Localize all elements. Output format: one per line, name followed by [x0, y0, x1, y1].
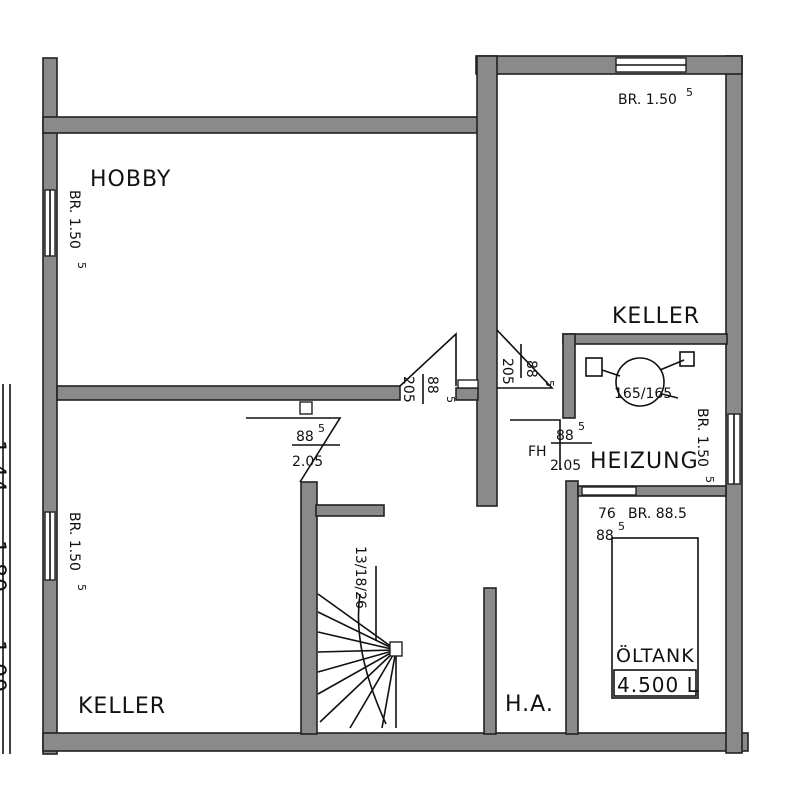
oltank-volume-label: 4.500 L: [617, 673, 699, 697]
margin-dim-3: 1.00: [0, 640, 9, 693]
door-label-keller-top-height: 205: [499, 358, 515, 385]
wall-center-vertical: [476, 55, 498, 507]
door-swing-heizung: [510, 419, 561, 470]
window-label-keller-bottom: BR. 1.50: [66, 512, 82, 571]
wall-heizung-left: [562, 333, 576, 419]
margin-dim-1: 1.44: [0, 440, 9, 493]
door-label-keller-top-sup: 5: [543, 380, 556, 387]
wall-tank-left: [565, 480, 579, 735]
door-label-keller-sup: 5: [318, 422, 325, 435]
door-label-keller-height: 2.05: [292, 454, 323, 470]
room-label-keller-bottom: KELLER: [78, 694, 166, 719]
window-label-heizung: BR. 1.50: [694, 408, 710, 467]
door-label-heizung-fh: FH: [528, 444, 547, 460]
door-label-hobby-height: 205: [400, 376, 416, 403]
oltank-outline: [611, 537, 699, 699]
wall-tank-top: [577, 485, 727, 497]
window-label-keller-bottom-sup: 5: [75, 584, 88, 591]
door-jamb-stair: [299, 401, 313, 415]
tank-door-width: 88: [596, 528, 614, 544]
boiler-label: 165/165: [614, 386, 672, 402]
door-swing-hobby: [399, 332, 457, 387]
window-label-heizung-sup: 5: [703, 476, 716, 483]
door-label-heizung-sup: 5: [578, 420, 585, 433]
window-label-oltank: BR. 88.5: [628, 506, 687, 522]
wall-stair-top: [315, 504, 385, 517]
window-oltank: [581, 486, 637, 496]
window-label-oltank-small: 76: [598, 506, 616, 522]
room-label-oltank: ÖLTANK: [616, 644, 695, 667]
door-label-heizung-height: 2.05: [550, 458, 581, 474]
window-label-top-right-sup: 5: [686, 86, 693, 99]
oltank-volume-box: [613, 669, 697, 697]
door-label-hobby-width: 88: [424, 376, 440, 394]
door-label-heizung-width: 88: [556, 428, 574, 444]
wall-outer-left: [42, 57, 58, 755]
wall-stair-left: [300, 481, 318, 735]
wall-top-left: [42, 116, 497, 134]
room-label-ha: H.A.: [505, 692, 554, 717]
room-label-heizung: HEIZUNG: [590, 449, 699, 474]
wall-top-right: [475, 55, 743, 75]
window-label-hobby: BR. 1.50: [66, 190, 82, 249]
door-label-keller-top-width: 88: [523, 360, 539, 378]
wall-ha-left: [483, 587, 497, 735]
boiler-symbol: [585, 351, 695, 407]
wall-hobby-bottom: [56, 385, 401, 401]
wall-outer-right: [725, 55, 743, 754]
door-jamb-hobby: [457, 379, 479, 389]
window-label-top-right: BR. 1.50: [618, 92, 677, 108]
window-label-hobby-sup: 5: [75, 262, 88, 269]
room-label-keller-top: KELLER: [612, 304, 700, 329]
margin-dim-2: 1.80: [0, 540, 9, 593]
stair-label: 13/18/26: [352, 546, 368, 609]
door-label-keller-width: 88: [296, 429, 314, 445]
margin-dimension-strip: 1.44 1.80 1.00: [0, 384, 11, 754]
stair-symbol: [317, 566, 403, 729]
room-label-hobby: HOBBY: [90, 167, 171, 192]
tank-door-sup: 5: [618, 520, 625, 533]
wall-heizung-top: [562, 333, 728, 345]
door-swing-keller-bottom: [246, 417, 342, 483]
wall-hobby-bottom-right: [455, 387, 479, 401]
wall-outer-bottom: [42, 732, 749, 752]
door-swing-keller-top: [496, 329, 554, 389]
door-label-hobby-sup: 5: [444, 396, 457, 403]
